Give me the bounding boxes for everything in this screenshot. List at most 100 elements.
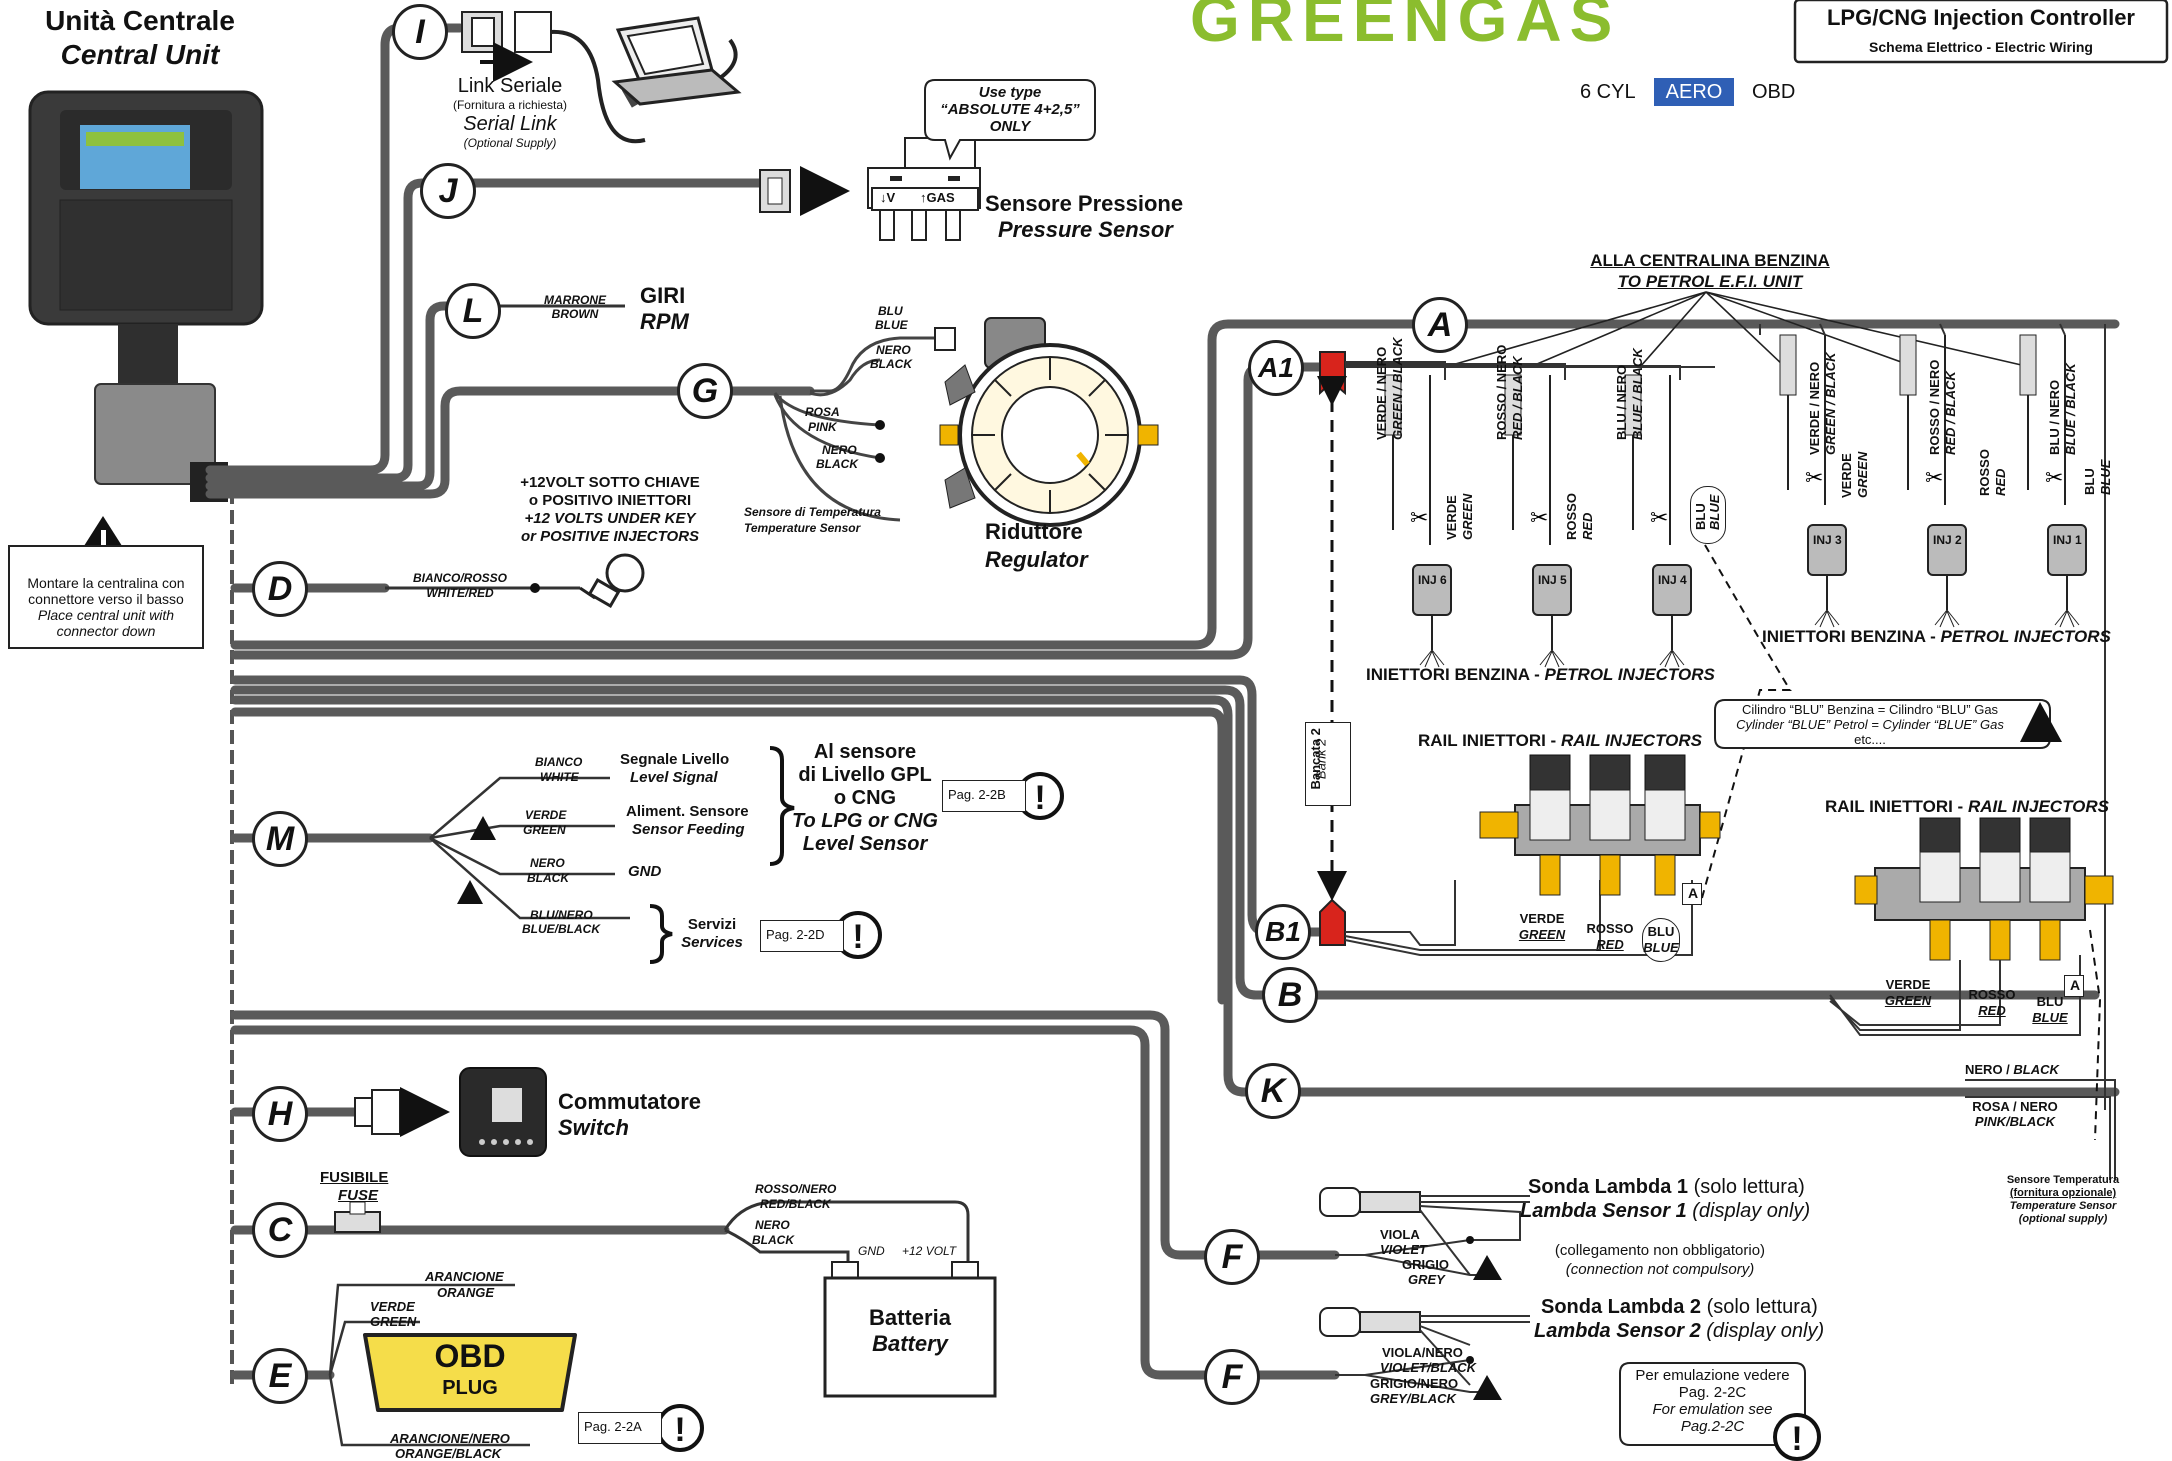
battery-it: Batteria [869,1305,951,1330]
svg-text:!: ! [674,1411,685,1449]
cylinder-note-l1: Cilindro “BLU” Benzina = Cilindro “BLU” … [1741,702,1999,717]
mounting-note [8,545,204,649]
w1a: BLU / NERO [2047,379,2062,455]
rr-rosso-it: ROSSO [1968,987,2016,1002]
rr-verde-it: VERDE [1885,977,1931,992]
reg-nero2-en: BLACK [816,457,858,471]
connector-I: I [392,4,448,60]
logo: GREENGAS [1190,0,1621,55]
connector-L: L [445,283,501,339]
pressure-port-gas: ↑GAS [920,190,955,205]
rpm-wire-en: BROWN [551,307,599,321]
lambda1-en-note: (display only) [1686,1200,1811,1222]
rr-verde-en: GREEN [1884,993,1932,1008]
petrol-unit-it: ALLA CENTRALINA BENZINA [1590,251,1830,270]
right-rail-title-en: RAIL INJECTORS [1967,797,2110,816]
rpm-en: RPM [640,309,689,334]
central-unit-title: Unità Centrale [45,5,235,36]
w3c: VERDE [1839,453,1854,498]
k-temp-l1: Sensore Temperatura [2006,1174,2120,1186]
obd-plug-l1: OBD [434,1338,506,1374]
pressure-it: Sensore Pressione [985,191,1184,216]
battery-plus: +12 VOLT [902,1244,957,1258]
variant-aero: AERO [1665,81,1723,103]
lambda2-vn-it: VIOLA/NERO [1382,1345,1463,1360]
lambda1-it-note: (solo lettura) [1688,1176,1805,1198]
lambda2-emu-l4[interactable]: Pag.2-2C [1680,1418,1745,1435]
mounting-note-l1: Montare la centralina con [27,575,185,591]
level-page-ref[interactable]: Pag. 2-2B [948,787,1006,802]
level-blunero-en: BLUE/BLACK [522,922,600,936]
inj5-label: INJ 5 [1538,573,1567,587]
lambda2-en-note: (display only) [1700,1320,1825,1342]
obd-plug [363,1333,577,1412]
level-signal-en: Level Signal [630,769,718,786]
right-rail [1854,817,2114,961]
services-page-ref-box [760,920,844,952]
serial-en-note: (Optional Supply) [463,136,557,150]
lambda1-it: Sonda Lambda 1 (solo lettura) [1528,1177,1805,1198]
fuse-en: FUSE [337,1187,378,1204]
battery-gnd: GND [858,1244,885,1258]
connector-F1: F [1204,1229,1260,1285]
inj2-label: INJ 2 [1933,533,1962,547]
svg-text:!: ! [1034,779,1045,817]
connector-D: D [252,561,308,617]
rr-rosso-en: RED [1978,1003,2006,1018]
bank-box [1305,722,1351,806]
central-unit-title-en: Central Unit [60,39,220,70]
reg-rosa-it: ROSA [805,405,840,419]
serial-en: Serial Link [463,113,557,135]
connector-E: E [252,1348,308,1404]
level-blunero-it: BLU/NERO [530,908,593,922]
obd-verde-en: GREEN [370,1314,417,1329]
switch-en: Switch [558,1115,629,1140]
k-temp-l4: (optional supply) [2018,1213,2108,1225]
key-l4: or POSITIVE INJECTORS [520,528,700,545]
obd-verde-it: VERDE [370,1299,415,1314]
obd-page-ref[interactable]: Pag. 2-2A [584,1419,642,1434]
serial-it: Link Seriale [457,75,563,97]
lambda2-emu-l3: For emulation see [1652,1401,1773,1418]
connector-M: M [252,811,308,867]
w5a: ROSSO / NERO [1494,344,1509,440]
battery-rn-en: RED/BLACK [760,1197,831,1211]
serial-connector [461,11,742,144]
left-rail-title: RAIL INIETTORI - RAIL INJECTORS [1418,732,1702,750]
level-verde-it: VERDE [525,808,567,822]
w1c: BLU [2082,468,2097,495]
lambda2-emu-l2[interactable]: Pag. 2-2C [1678,1384,1747,1401]
w4b: BLUE / BLACK [1630,348,1645,440]
connector-J: J [420,163,476,219]
lambda2-emu-l1: Per emulazione vedere [1635,1367,1790,1384]
ignition-key [385,553,645,608]
controller-title: LPG/CNG Injection Controller [1826,5,2135,30]
regulator-device [773,317,1159,527]
lambda2-vn-en: VIOLET/BLACK [1380,1360,1477,1375]
key-wire-en: WHITE/RED [426,586,494,600]
obd-an-it: ARANCIONE/NERO [390,1431,510,1446]
level-target-l2: di Livello GPL [798,764,932,786]
k-rn-en: PINK/BLACK [1974,1114,2056,1129]
level-target-l1: Al sensore [813,741,917,763]
svg-text:!: ! [1791,1420,1802,1458]
w6d: GREEN [1460,493,1475,540]
rr-blu-it: BLU [2036,994,2064,1009]
inj3-label: INJ 3 [1813,533,1842,547]
svg-text:✂: ✂ [1530,505,1548,530]
controller-subtitle: Schema Elettrico - Electric Wiring [1869,39,2093,55]
left-injectors: ✂ ✂ ✂ [1384,374,1692,668]
cylinder-note-l3: etc.... [1854,732,1886,747]
left-rail [1479,754,1721,896]
battery-rn-it: ROSSO/NERO [755,1182,837,1196]
right-rail-title-it: RAIL INIETTORI - [1825,797,1968,816]
w3b: GREEN / BLACK [1823,352,1838,455]
services-page-ref[interactable]: Pag. 2-2D [766,927,825,942]
w4c: BLU [1693,503,1708,530]
obd-arancione-en: ORANGE [437,1285,495,1300]
connector-A1: A1 [1248,340,1304,396]
svg-text:✂: ✂ [1650,505,1668,530]
lambda-sensor-2 [1319,1307,1530,1393]
